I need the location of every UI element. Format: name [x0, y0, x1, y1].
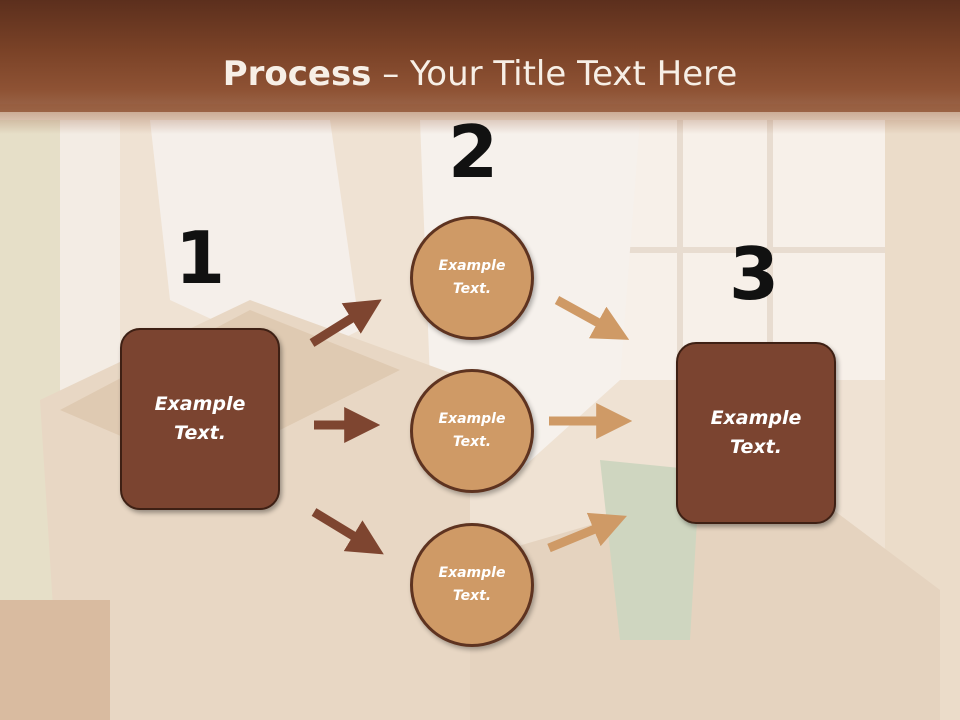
- left-box-line-1: Example: [154, 393, 246, 415]
- circle-2-line-1: Example: [438, 411, 506, 427]
- step-number-1: 1: [174, 216, 226, 300]
- circle-3-line-2: Text.: [452, 588, 492, 604]
- circle-2-line-2: Text.: [452, 434, 492, 450]
- circle-1-line-2: Text.: [452, 281, 492, 297]
- left-box-line-2: Text.: [174, 422, 226, 444]
- arrow-from-circle-1: [554, 296, 630, 340]
- arrow-from-circle-3: [547, 512, 627, 553]
- step-number-2: 2: [447, 110, 499, 194]
- title-rest: – Your Title Text Here: [371, 54, 738, 94]
- circle-3-line-1: Example: [438, 565, 506, 581]
- step-number-3: 3: [728, 232, 780, 316]
- right-box-line-2: Text.: [730, 436, 782, 458]
- title-bar: [0, 0, 960, 112]
- arrow-to-circle-1: [309, 299, 382, 347]
- right-box-line-1: Example: [710, 407, 802, 429]
- title-bold: Process: [222, 54, 372, 94]
- title-bar-fade: [0, 104, 960, 134]
- circle-1-line-1: Example: [438, 258, 506, 274]
- arrow-to-circle-3: [311, 508, 384, 555]
- slide-title[interactable]: Process – Your Title Text Here: [0, 50, 960, 98]
